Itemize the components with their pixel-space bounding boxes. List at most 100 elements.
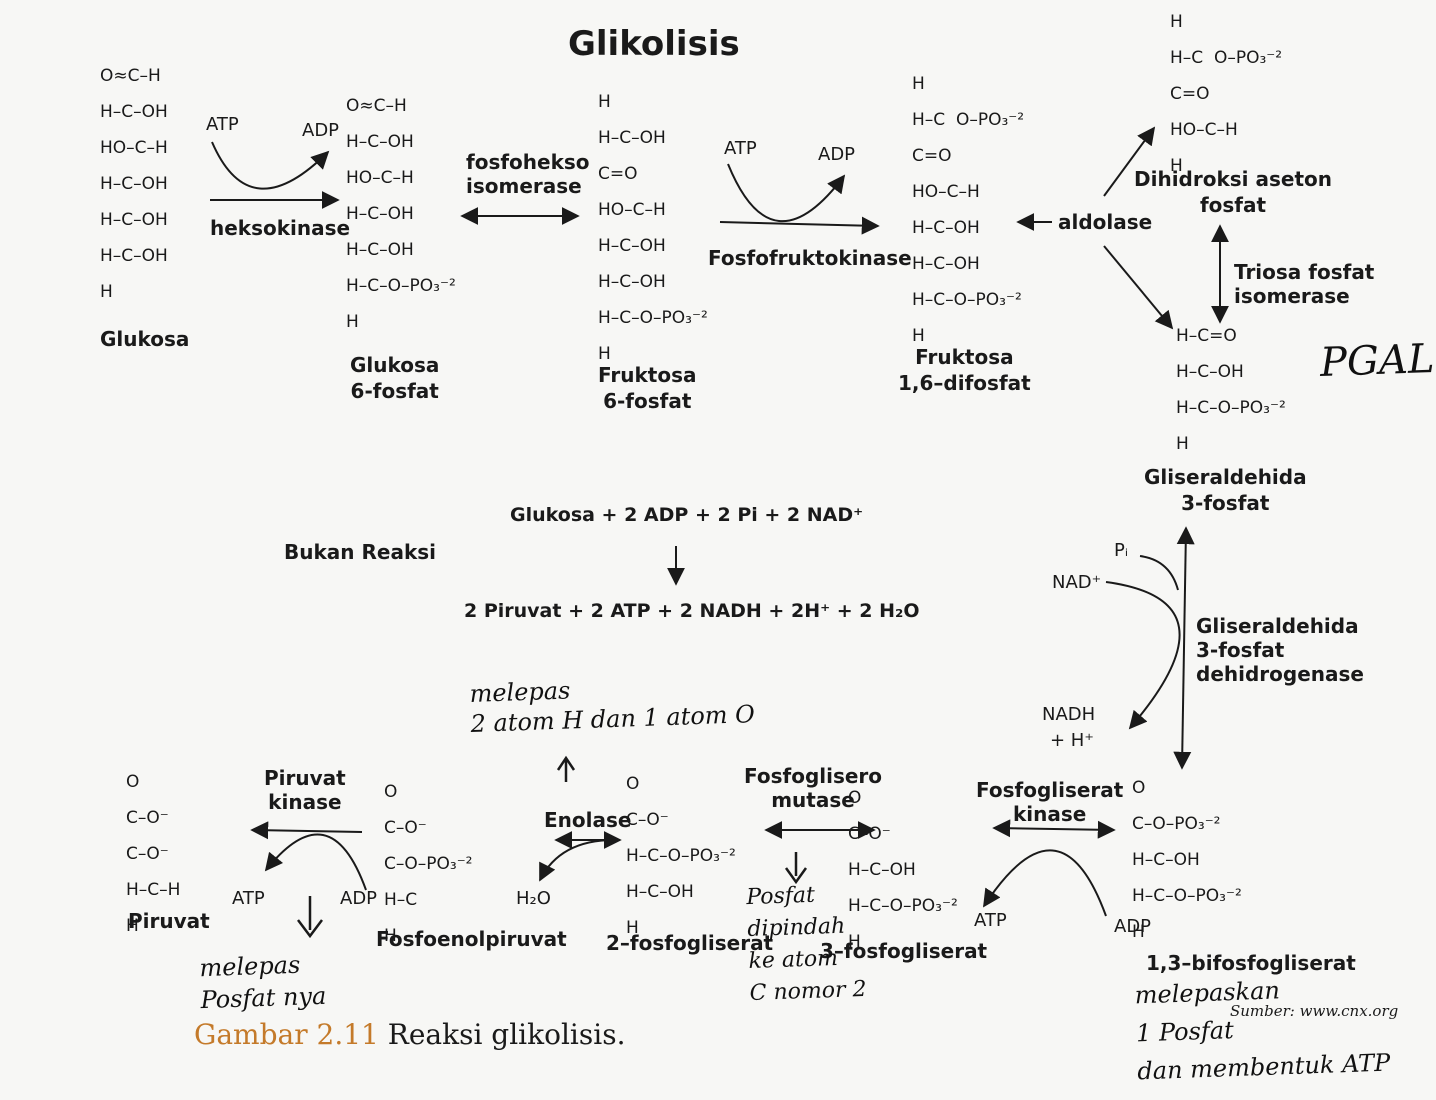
glukosa-label: Glukosa <box>100 327 190 351</box>
fruktosa6p-structure-row: H <box>598 92 611 112</box>
fruktosa6p-structure-row: H–C–O–PO₃⁻² <box>598 308 708 328</box>
pep-structure-row: C–O⁻ <box>384 818 427 838</box>
pg2-structure-row: H <box>626 918 639 938</box>
piruvat-structure-row: H <box>126 916 139 936</box>
piruvat-structure-row: C–O⁻ <box>126 808 169 828</box>
enzyme-g3p-dehidrogenase: Gliseraldehida 3-fosfat dehidrogenase <box>1196 614 1364 686</box>
fruktosa16dp-structure-row: H–C O–PO₃⁻² <box>912 110 1025 130</box>
cofactor-nadh: NADH <box>1042 704 1096 725</box>
fruktosa16dp-structure-row: H <box>912 326 925 346</box>
enzyme-triosa-isomerase: Triosa fosfat isomerase <box>1234 260 1375 308</box>
pg2-structure-row: H–C–O–PO₃⁻² <box>626 846 736 866</box>
enzyme-piruvat-kinase: Piruvat kinase <box>264 766 346 814</box>
cofactor-adp-3: ADP <box>1114 916 1152 937</box>
handwritten-enolase-note: melepas 2 atom H dan 1 atom O <box>469 676 756 738</box>
cofactor-adp-4: ADP <box>340 888 378 909</box>
fruktosa16dp-structure-row: C=O <box>912 146 952 166</box>
figure-caption-text: Reaksi glikolisis. <box>387 1018 626 1051</box>
equation-products: 2 Piruvat + 2 ATP + 2 NADH + 2H⁺ + 2 H₂O <box>464 600 920 622</box>
pfk-atp-adp-arc <box>727 163 846 223</box>
glukosa6p-structure-row: H–C–OH <box>346 240 414 260</box>
fruktosa16dp-label: Fruktosa 1,6–difosfat <box>898 345 1031 395</box>
pk-adp-atp-arc <box>264 833 367 891</box>
g3p-structure-row: H–C=O <box>1176 326 1237 346</box>
pg2-structure-row: C–O⁻ <box>626 810 669 830</box>
pg3-label: 3–fosfogliserat <box>820 939 988 963</box>
handwritten-bpg-note: melepaskan 1 Posfat dan membentuk ATP <box>1134 976 1391 1086</box>
glukosa-structure-row: O≈C–H <box>100 66 161 86</box>
bpg13-structure-row: O <box>1132 778 1146 798</box>
aldolase-arrow-down <box>1103 245 1174 330</box>
glukosa6p-structure-row: H <box>346 312 359 332</box>
hexokinase-atp-adp-arc <box>211 141 330 190</box>
piruvat-structure-row: C–O⁻ <box>126 844 169 864</box>
enolase-h2o-arc <box>539 839 615 882</box>
bukan-reaksi-label: Bukan Reaksi <box>284 540 437 564</box>
bpg13-structure-row: H–C–O–PO₃⁻² <box>1132 886 1242 906</box>
bpg13-structure-row: H <box>1132 922 1145 942</box>
piruvat-structure: O C–O⁻ C–O⁻ H–C–H H <box>126 764 180 944</box>
fruktosa6p-structure-row: H–C–OH <box>598 272 666 292</box>
hand-arrow-up <box>556 755 576 782</box>
pg3-structure-row: H–C–OH <box>848 860 916 880</box>
handwritten-mutase-note: Posfat dipindah ke atom C nomor 2 <box>745 882 867 1007</box>
pg2-label: 2–fosfogliserat <box>606 931 774 955</box>
glukosa-structure-row: H <box>100 282 113 302</box>
pgk-arrow <box>992 819 1116 839</box>
glukosa6p-label: Glukosa 6-fosfat <box>350 353 440 403</box>
page-title: Glikolisis <box>568 24 740 64</box>
fruktosa16dp-structure-row: H–C–OH <box>912 218 980 238</box>
enzyme-enolase: Enolase <box>544 808 632 832</box>
pgk-adp-atp-arc <box>983 849 1107 917</box>
glukosa-structure-row: HO–C–H <box>100 138 168 158</box>
aldolase-arrow-up <box>1103 126 1156 197</box>
fruktosa16dp-structure-row: H–C–OH <box>912 254 980 274</box>
pep-structure-row: O <box>384 782 398 802</box>
bpg13-structure-row: H–C–OH <box>1132 850 1200 870</box>
figure-source: Sumber: www.cnx.org <box>1230 1002 1399 1020</box>
pg3-structure-row: H <box>848 932 861 952</box>
g3p-structure-row: H <box>1176 434 1189 454</box>
dhap-structure-row: H <box>1170 12 1183 32</box>
glukosa6p-structure-row: HO–C–H <box>346 168 414 188</box>
cofactor-nad: NAD⁺ <box>1052 572 1102 593</box>
cofactor-h2o: H₂O <box>516 888 551 909</box>
enzyme-heksokinase: heksokinase <box>210 216 351 240</box>
pep-structure-row: H <box>384 926 397 946</box>
glukosa6p-structure-row: O≈C–H <box>346 96 407 116</box>
enzyme-fosfogliseromutase: Fosfoglisero mutase <box>744 764 883 812</box>
glukosa6p-structure-row: H–C–O–PO₃⁻² <box>346 276 456 296</box>
fruktosa6p-structure-row: C=O <box>598 164 638 184</box>
enzyme-fosfoheksoisomerase: fosfohekso isomerase <box>466 150 590 198</box>
dhap-structure-row: C=O <box>1170 84 1210 104</box>
equation-reactants: Glukosa + 2 ADP + 2 Pi + 2 NAD⁺ <box>510 504 864 526</box>
fruktosa16dp-structure-row: H <box>912 74 925 94</box>
cofactor-pi: Pᵢ <box>1114 540 1129 561</box>
gapdh-arrow <box>1173 526 1195 770</box>
piruvat-structure-row: H–C–H <box>126 880 181 900</box>
enzyme-fosfogliserat-kinase: Fosfogliserat kinase <box>976 778 1124 826</box>
g3p-structure-row: H–C–O–PO₃⁻² <box>1176 398 1286 418</box>
figure-caption: Gambar 2.11 Reaksi glikolisis. <box>194 1018 625 1051</box>
fruktosa6p-structure-row: H <box>598 344 611 364</box>
piruvat-label: Piruvat <box>128 909 210 933</box>
pg3-structure-row: C–O⁻ <box>848 824 891 844</box>
enzyme-aldolase: aldolase <box>1058 210 1153 234</box>
glukosa-structure-row: H–C–OH <box>100 246 168 266</box>
pg2-structure-row: H–C–OH <box>626 882 694 902</box>
pk-arrow <box>250 821 363 840</box>
glukosa6p-structure-row: H–C–OH <box>346 204 414 224</box>
handwritten-pgal: PGAL <box>1319 336 1436 386</box>
piruvat-structure-row: O <box>126 772 140 792</box>
hand-arrow-down-mutase <box>784 852 808 885</box>
bpg13-label: 1,3–bifosfogliserat <box>1146 951 1356 975</box>
dhap-structure-row: HO–C–H <box>1170 120 1238 140</box>
